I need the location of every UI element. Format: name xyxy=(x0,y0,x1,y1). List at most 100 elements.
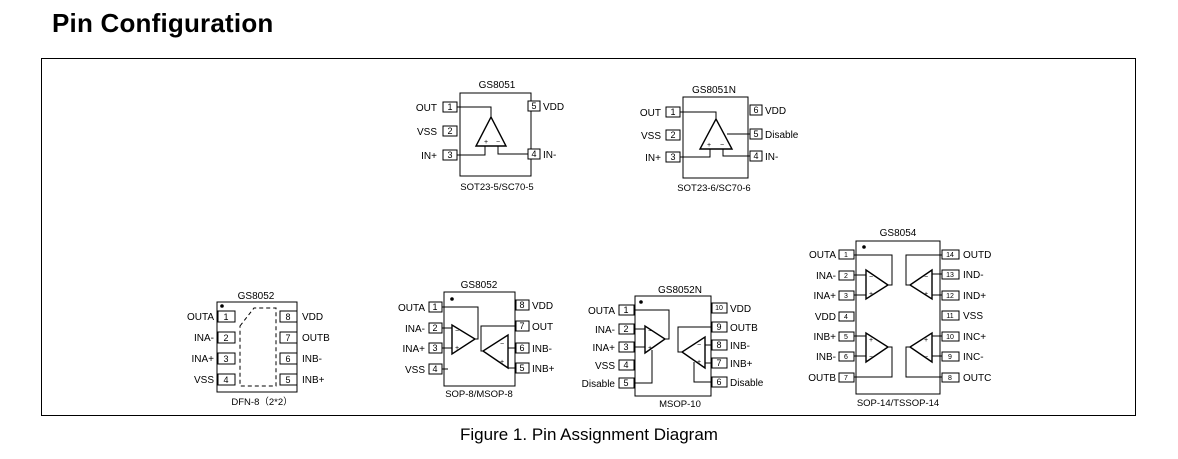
pin-box xyxy=(527,100,541,112)
pin-label: INB- xyxy=(730,341,750,352)
pin-label: OUTB xyxy=(302,333,330,344)
pin-label: VDD xyxy=(543,102,564,113)
pin-label: INB- xyxy=(302,354,322,365)
pin-label: VDD xyxy=(815,312,836,323)
pin-number: 4 xyxy=(753,151,758,161)
pin-box xyxy=(618,359,635,371)
pin-number: 8 xyxy=(948,375,952,382)
minus-sign: − xyxy=(720,142,724,149)
plus-sign: + xyxy=(869,291,873,298)
pin1-marker-icon xyxy=(220,304,224,308)
pin-label: VDD xyxy=(302,312,323,323)
pin-label: OUT xyxy=(416,103,437,114)
minus-sign: − xyxy=(455,328,459,335)
wire xyxy=(634,350,653,384)
pin-number: 1 xyxy=(223,312,228,322)
pin-number: 2 xyxy=(670,130,675,140)
wire xyxy=(497,146,528,155)
pin-number: 1 xyxy=(844,252,848,259)
wire xyxy=(854,346,893,378)
pin-number: 6 xyxy=(285,354,290,364)
pin-number: 9 xyxy=(948,354,952,361)
pin-box xyxy=(279,352,298,365)
pin-box xyxy=(279,310,298,323)
pin-label: INA- xyxy=(194,333,214,344)
pin-label: INC- xyxy=(963,352,984,363)
package-label: SOT23-6/SC70-6 xyxy=(677,183,750,194)
wire xyxy=(854,254,893,286)
pin-number: 4 xyxy=(223,375,228,385)
pin-label: INA+ xyxy=(191,354,214,365)
minus-sign: − xyxy=(496,139,500,146)
wire xyxy=(905,346,942,378)
pin-number: 4 xyxy=(623,360,628,370)
pin-number: 3 xyxy=(223,354,228,364)
pin-label: Disable xyxy=(730,378,764,389)
plus-sign: + xyxy=(500,359,504,366)
pin-box xyxy=(279,331,298,344)
pin-box xyxy=(217,352,236,365)
chip-title: GS8052 xyxy=(461,280,498,291)
wire xyxy=(457,146,486,156)
pin-label: INA- xyxy=(816,271,836,282)
minus-sign: − xyxy=(697,342,701,349)
pin-number: 10 xyxy=(946,334,954,341)
pin-number: 3 xyxy=(623,342,628,352)
opamp-d-triangle-icon xyxy=(908,268,933,301)
plus-sign: + xyxy=(707,142,711,149)
minus-sign: − xyxy=(924,354,928,361)
pin-number: 7 xyxy=(519,321,524,331)
minus-sign: − xyxy=(924,274,928,281)
pin-label: VSS xyxy=(194,375,214,386)
pin-number: 2 xyxy=(844,273,848,280)
pin-number: 6 xyxy=(753,105,758,115)
pin-number: 13 xyxy=(946,272,954,279)
chip-title: GS8052 xyxy=(238,291,275,302)
plus-sign: + xyxy=(484,139,488,146)
pin-number: 9 xyxy=(716,322,721,332)
pin-label: IN+ xyxy=(421,151,437,162)
package-label: MSOP-10 xyxy=(659,399,701,410)
chip-gs8054: GS8054 1 OUTA 2 INA- 3 INA+ 4 VDD 5 INB+… xyxy=(808,228,991,409)
pin-box xyxy=(711,302,728,314)
pin-number: 5 xyxy=(844,334,848,341)
pin-label: OUTD xyxy=(963,250,991,261)
wire xyxy=(693,362,712,383)
figure-caption: Figure 1. Pin Assignment Diagram xyxy=(460,425,718,444)
section-heading: Pin Configuration xyxy=(52,8,274,38)
pin-number: 3 xyxy=(844,293,848,300)
pin-number: 5 xyxy=(531,101,536,111)
pin-label: INA- xyxy=(405,324,425,335)
pin-number: 12 xyxy=(946,293,954,300)
pin-label: OUT xyxy=(532,322,553,333)
chip-title: GS8052N xyxy=(658,285,702,296)
pin1-marker-icon xyxy=(862,245,866,249)
pin-label: INA- xyxy=(595,325,615,336)
wire xyxy=(442,306,479,340)
pin-label: INC+ xyxy=(963,332,986,343)
pin-number: 5 xyxy=(623,378,628,388)
pin-number: 4 xyxy=(844,314,848,321)
pin-label: OUTA xyxy=(187,312,214,323)
opamp-b-triangle-icon xyxy=(481,333,509,370)
pin-number: 10 xyxy=(715,305,723,312)
plus-sign: + xyxy=(924,291,928,298)
pin-label: OUTA xyxy=(588,306,615,317)
pin-number: 14 xyxy=(946,252,954,259)
pin-label: INB- xyxy=(532,344,552,355)
wire xyxy=(680,149,711,158)
wire xyxy=(677,326,712,353)
pin-label: INB+ xyxy=(302,375,325,386)
pin-number: 8 xyxy=(285,312,290,322)
wire xyxy=(680,111,717,119)
pin1-marker-icon xyxy=(450,297,454,301)
chip-gs8051: GS8051 1 OUT 2 VSS 3 IN+ 5 VDD 4 IN- + −… xyxy=(416,80,564,193)
opamp-a-triangle-icon xyxy=(451,323,477,356)
pin-number: 4 xyxy=(531,149,536,159)
pin-box xyxy=(838,311,855,322)
pin-box xyxy=(941,310,960,321)
pin-number: 1 xyxy=(623,305,628,315)
pin-label: INA+ xyxy=(592,343,615,354)
pin-label: INB- xyxy=(816,352,836,363)
chip-gs8052-dfn: GS8052 1 OUTA 2 INA- 3 INA+ 4 VSS 8 VDD … xyxy=(187,291,330,408)
